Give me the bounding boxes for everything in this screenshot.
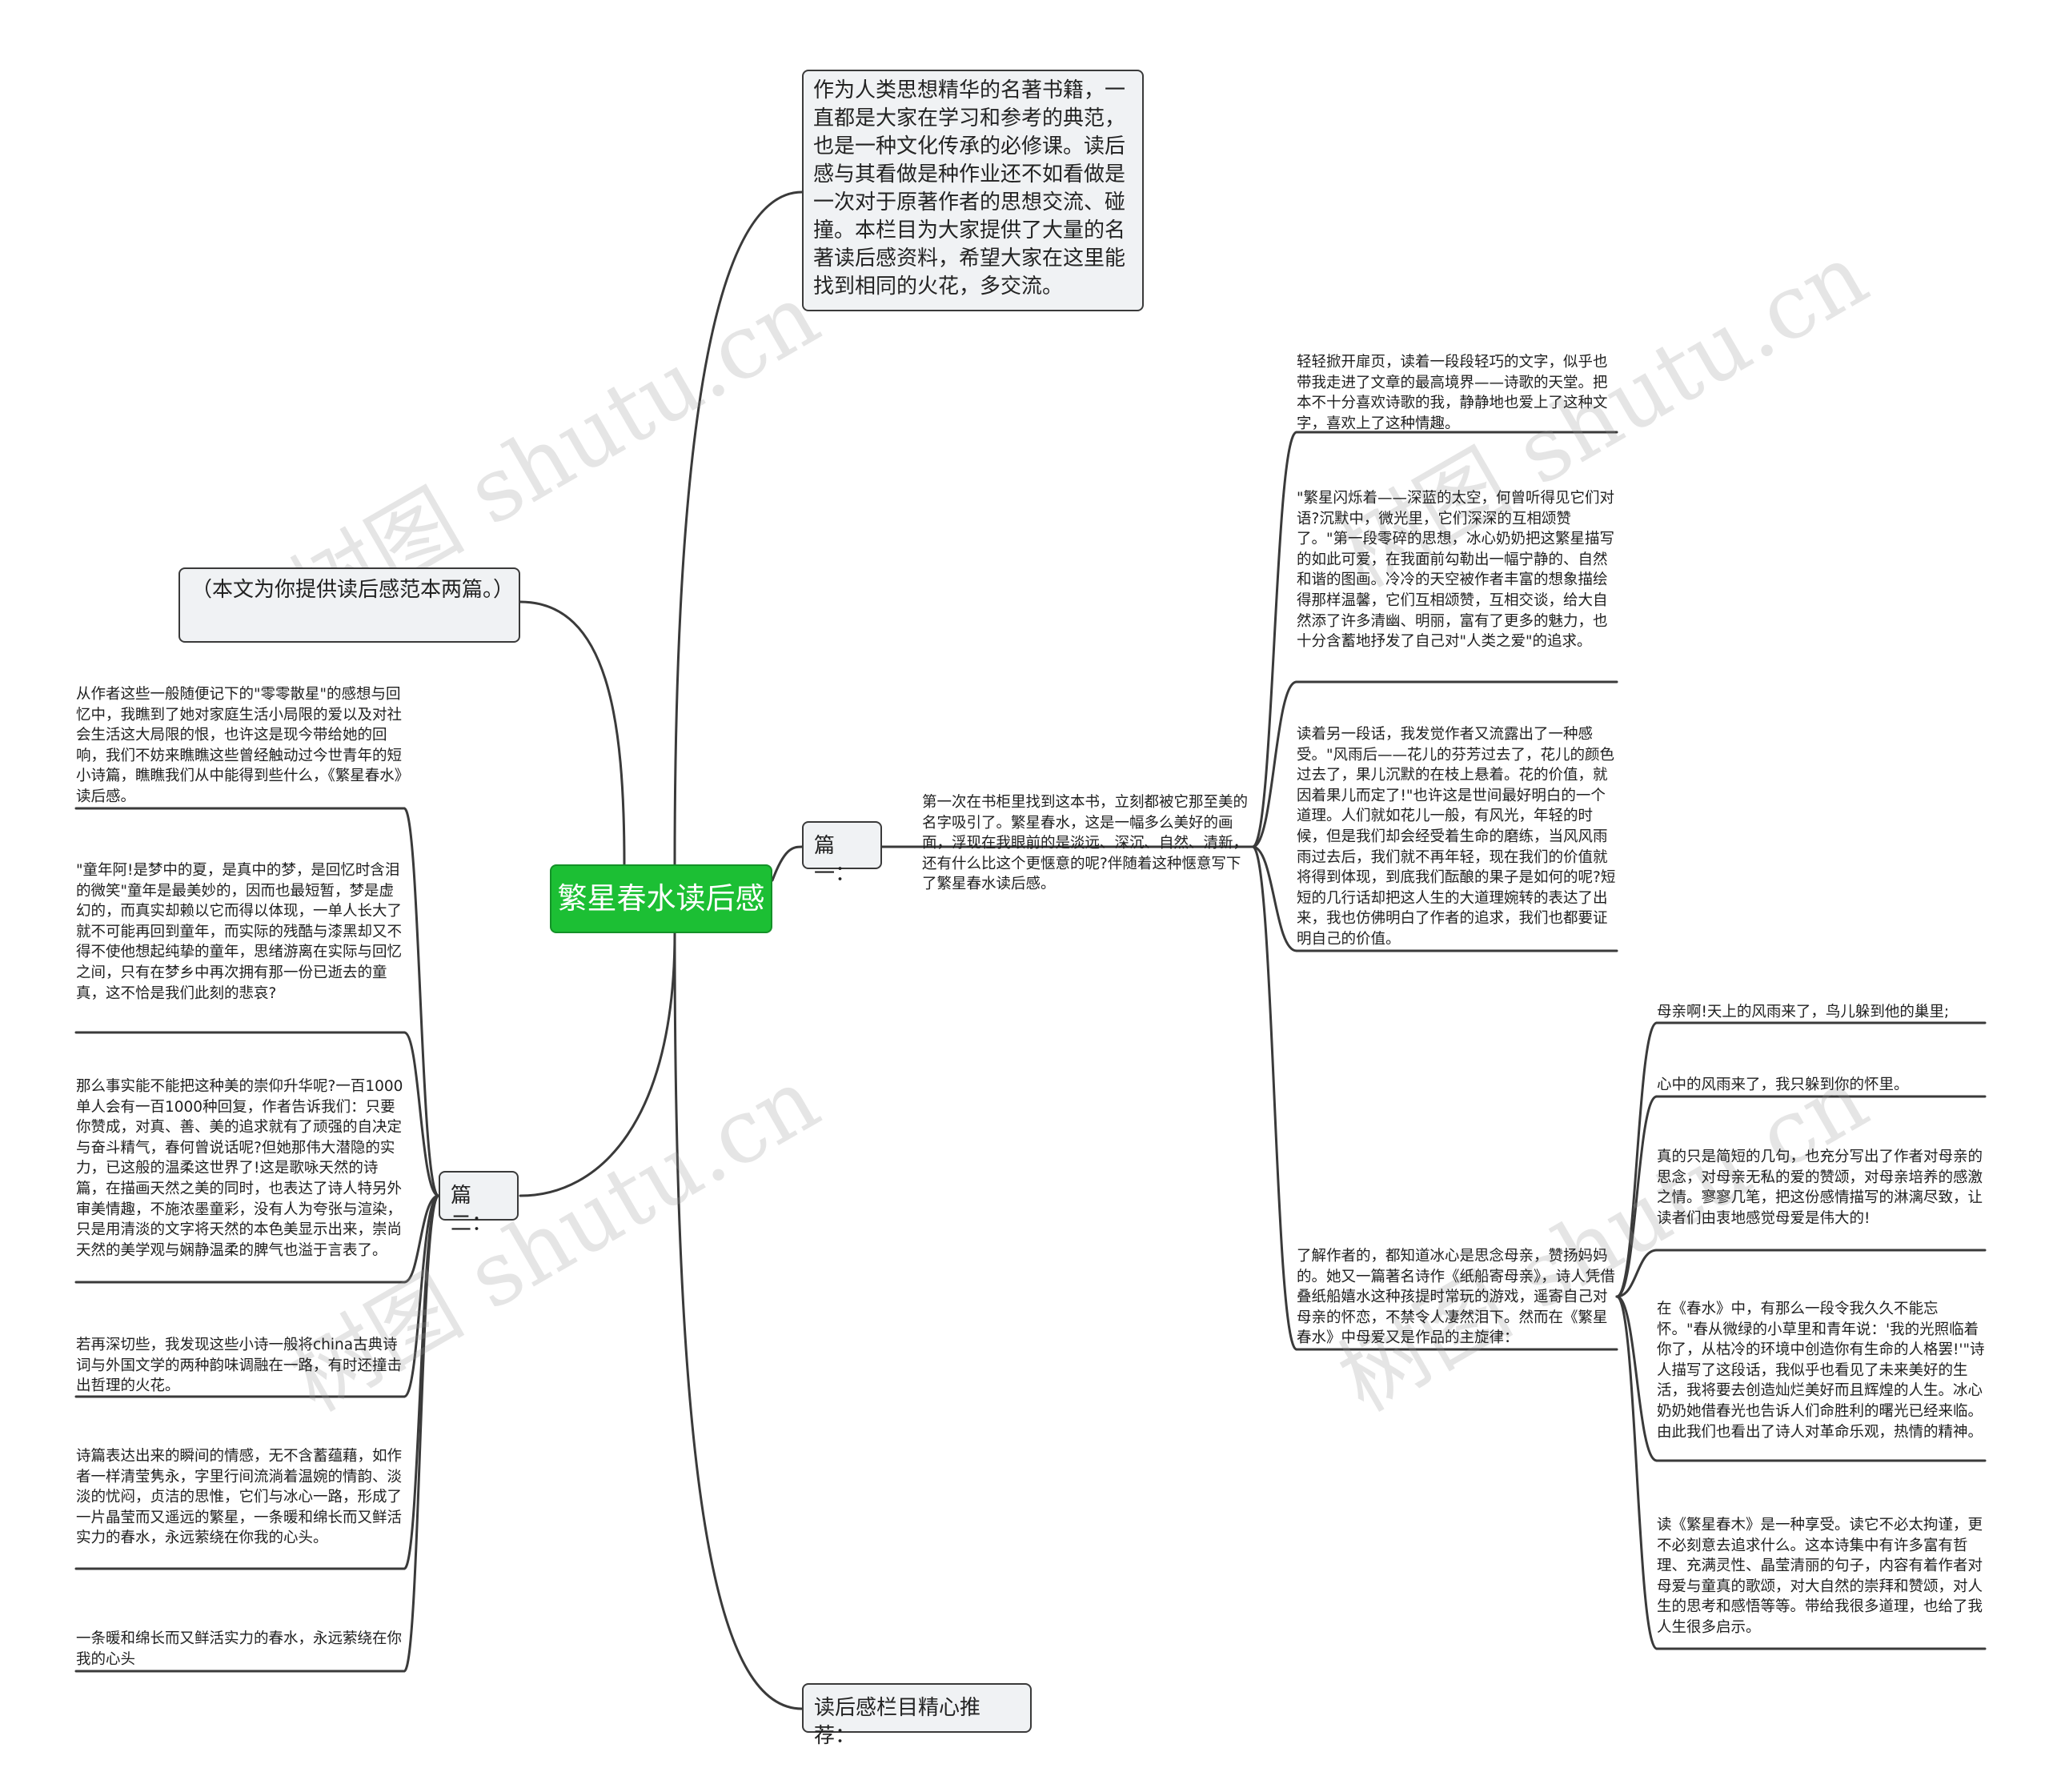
edge-part2-q1 bbox=[403, 807, 440, 1197]
edge-root-intro bbox=[673, 190, 804, 866]
part1-para-1[interactable]: 轻轻掀开扉页，读着一段段轻巧的文字，似乎也带我走进了文章的最高境界——诗歌的天堂… bbox=[1297, 354, 1608, 432]
part2-para-1[interactable]: 从作者这些一般随便记下的"零零散星"的感想与回忆中，我瞧到了她对家庭生活小局限的… bbox=[76, 686, 403, 805]
part1-para-3[interactable]: 读着另一段话，我发觉作者又流露出了一种感受。"风雨后——花儿的芬芳过去了，花儿的… bbox=[1297, 726, 1616, 948]
part1-sub-3[interactable]: 真的只是简短的几句，也充分写出了作者对母亲的思念，对母亲无私的爱的赞颂，对母亲培… bbox=[1657, 1149, 1983, 1227]
part1-sub-2[interactable]: 心中的风雨来了，我只躲到你的怀里。 bbox=[1657, 1076, 1909, 1093]
part2-para-4[interactable]: 若再深切些，我发现这些小诗一般将china古典诗词与外国文学的两种韵味调融在一路… bbox=[76, 1337, 403, 1395]
edge-summary-p1 bbox=[1251, 431, 1298, 848]
part2-para-5[interactable]: 诗篇表达出来的瞬间的情感，无不含蓄蕴藉，如作者一样清莹隽永，字里行间流淌着温婉的… bbox=[76, 1448, 403, 1547]
edge-summary-p3 bbox=[1251, 845, 1298, 952]
edge-root-recommend bbox=[673, 932, 804, 1710]
part2-para-6[interactable]: 一条暖和绵长而又鲜活实力的春水，永远萦绕在你我的心头 bbox=[76, 1630, 403, 1668]
edge-p4-s5 bbox=[1615, 1295, 1658, 1650]
part1-summary[interactable]: 第一次在书柜里找到这本书，立刻都被它那至美的名字吸引了。繁星春水，这是一幅多么美… bbox=[922, 794, 1249, 893]
part1-sub-4[interactable]: 在《春水》中，有那么一段令我久久不能忘怀。"春从微绿的小草里和青年说：'我的光照… bbox=[1657, 1301, 1985, 1441]
part1-sub-1[interactable]: 母亲啊!天上的风雨来了，鸟儿躲到他的巢里; bbox=[1657, 1004, 1950, 1020]
edge-summary-p2 bbox=[1251, 680, 1298, 848]
intro-node[interactable]: 作为人类思想精华的名著书籍，一直都是大家在学习和参考的典范，也是一种文化传承的必… bbox=[802, 70, 1144, 311]
part1-label[interactable]: 篇一： bbox=[802, 821, 882, 886]
edge-root-note bbox=[519, 600, 626, 866]
part1-para-4[interactable]: 了解作者的，都知道冰心是思念母亲，赞扬妈妈的。她又一篇著名诗作《纸船寄母亲》，诗… bbox=[1297, 1248, 1615, 1347]
edge-p4-s4 bbox=[1615, 1295, 1658, 1462]
recommend-node[interactable]: 读后感栏目精心推荐： bbox=[802, 1683, 1032, 1748]
note-node[interactable]: （本文为你提供读后感范本两篇。） bbox=[178, 567, 520, 643]
edge-part2-q6 bbox=[403, 1194, 440, 1673]
part2-para-3[interactable]: 那么事实能不能把这种美的崇仰升华呢?一百1000单人会有一百1000种回复，作者… bbox=[76, 1078, 403, 1259]
edge-part2-q3 bbox=[403, 1194, 440, 1284]
part1-sub-5[interactable]: 读《繁星春木》是一种享受。读它不必太拘谨，更不必刻意去追求什么。这本诗集中有许多… bbox=[1657, 1517, 1983, 1636]
edge-p4-s2 bbox=[1615, 1095, 1658, 1298]
edge-p4-s1 bbox=[1615, 1021, 1658, 1298]
edge-root-part1 bbox=[771, 845, 804, 882]
part1-para-2[interactable]: "繁星闪烁着——深蓝的太空，何曾听得见它们对语?沉默中，微光里，它们深深的互相颂… bbox=[1297, 490, 1615, 651]
edge-part2-q2 bbox=[403, 1031, 440, 1197]
edge-root-part2 bbox=[519, 932, 676, 1197]
edge-part2-q4 bbox=[403, 1194, 440, 1398]
root-topic[interactable]: 繁星春水读后感 bbox=[550, 864, 772, 933]
part2-label[interactable]: 篇二： bbox=[439, 1171, 519, 1236]
part2-para-2[interactable]: "童年阿!是梦中的夏，是真中的梦，是回忆时含泪的微笑"童年是最美妙的，因而也最短… bbox=[76, 862, 403, 1002]
edge-summary-p4 bbox=[1251, 845, 1298, 1351]
edge-p4-s3 bbox=[1615, 1249, 1658, 1298]
